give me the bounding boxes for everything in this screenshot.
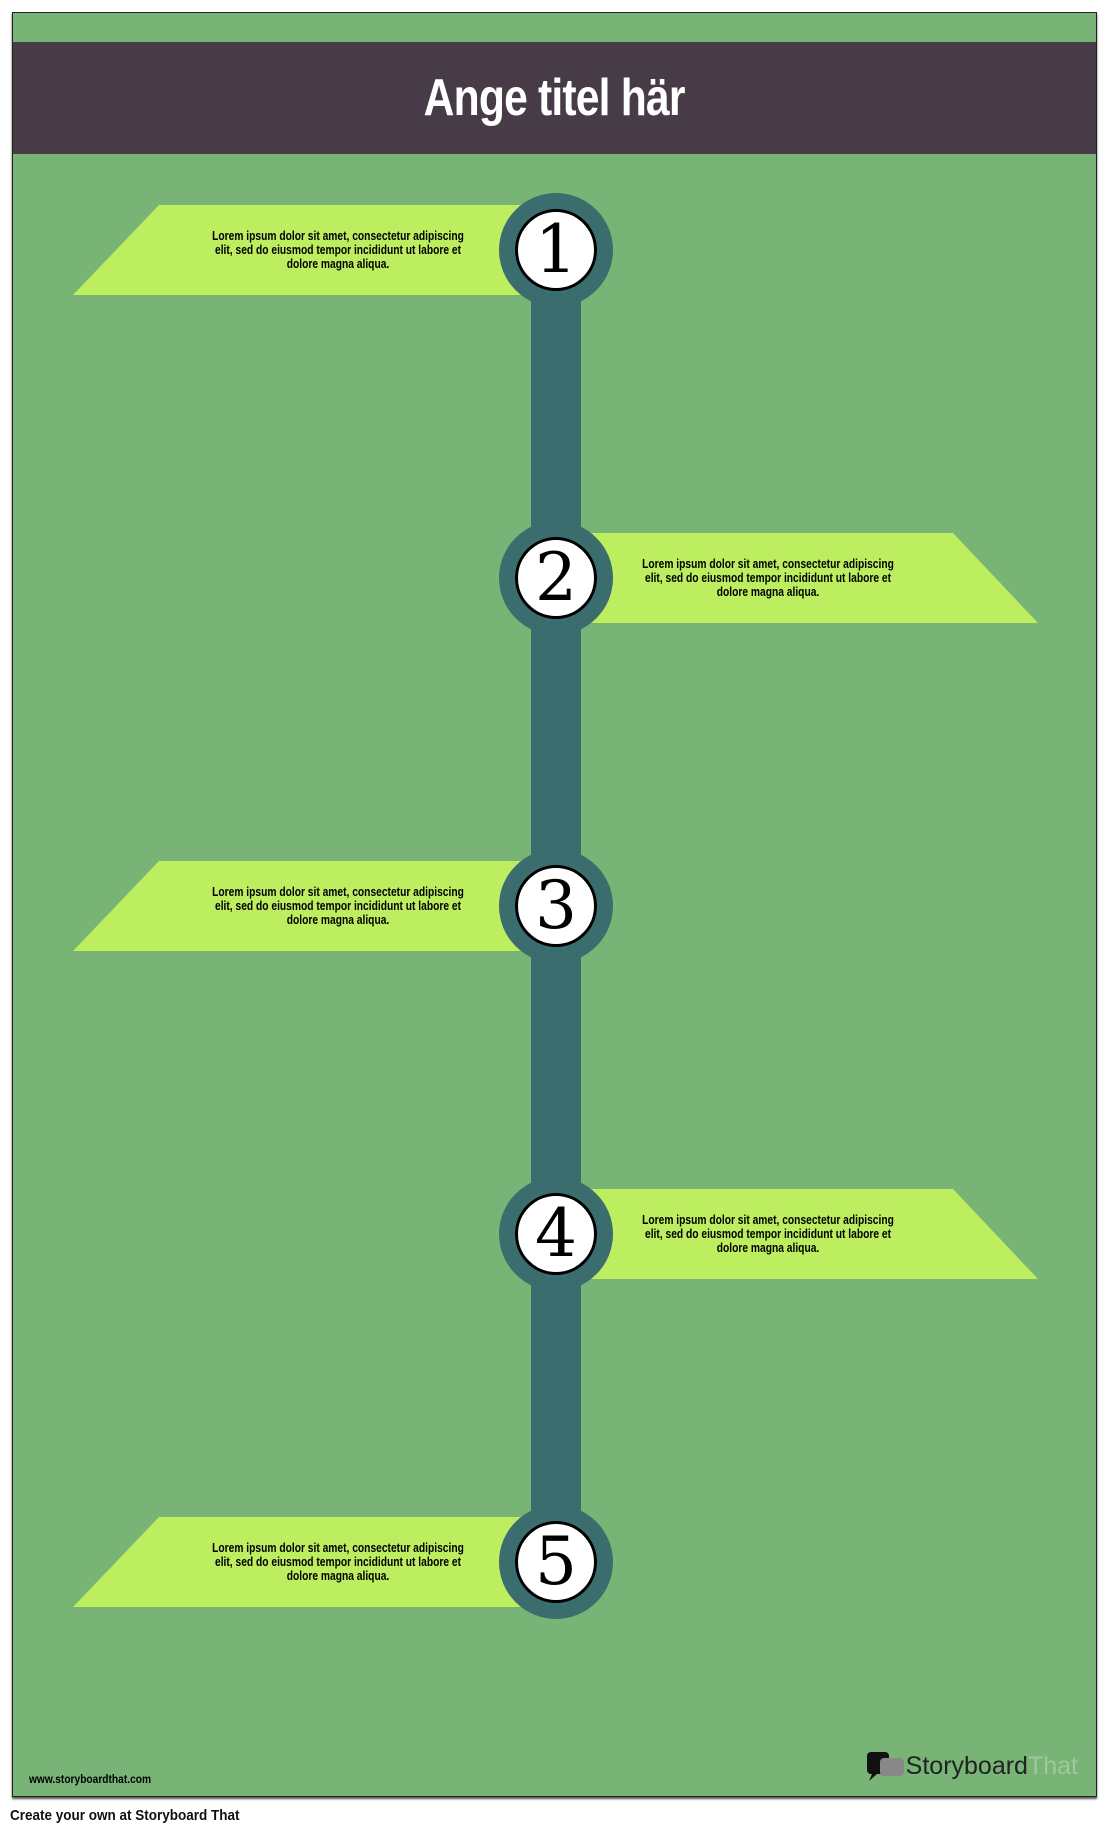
event-banner bbox=[73, 861, 553, 951]
event-number: 2 bbox=[515, 537, 597, 619]
event-text[interactable]: Lorem ipsum dolor sit amet, consectetur … bbox=[212, 885, 464, 927]
event-banner bbox=[553, 533, 1038, 623]
site-url: www.storyboardthat.com bbox=[29, 1772, 152, 1786]
event-number: 5 bbox=[515, 1521, 597, 1603]
event-number: 1 bbox=[515, 209, 597, 291]
event-banner bbox=[73, 1517, 553, 1607]
event-marker: 3 bbox=[499, 849, 613, 963]
event-marker: 2 bbox=[499, 521, 613, 635]
event-banner bbox=[553, 1189, 1038, 1279]
timeline-poster: Ange titel här Lorem ipsum dolor sit ame… bbox=[12, 12, 1097, 1797]
event-text[interactable]: Lorem ipsum dolor sit amet, consectetur … bbox=[212, 229, 464, 271]
event-marker: 4 bbox=[499, 1177, 613, 1291]
event-marker: 1 bbox=[499, 193, 613, 307]
event-text[interactable]: Lorem ipsum dolor sit amet, consectetur … bbox=[212, 1541, 464, 1583]
poster-title[interactable]: Ange titel här bbox=[424, 69, 686, 127]
title-bar: Ange titel här bbox=[13, 42, 1096, 154]
speech-bubble-icon bbox=[866, 1752, 904, 1781]
event-text[interactable]: Lorem ipsum dolor sit amet, consectetur … bbox=[642, 1213, 894, 1255]
create-your-own-link[interactable]: Create your own at Storyboard That bbox=[10, 1807, 240, 1824]
event-number: 3 bbox=[515, 865, 597, 947]
event-text[interactable]: Lorem ipsum dolor sit amet, consectetur … bbox=[642, 557, 894, 599]
event-number: 4 bbox=[515, 1193, 597, 1275]
event-banner bbox=[73, 205, 553, 295]
event-marker: 5 bbox=[499, 1505, 613, 1619]
